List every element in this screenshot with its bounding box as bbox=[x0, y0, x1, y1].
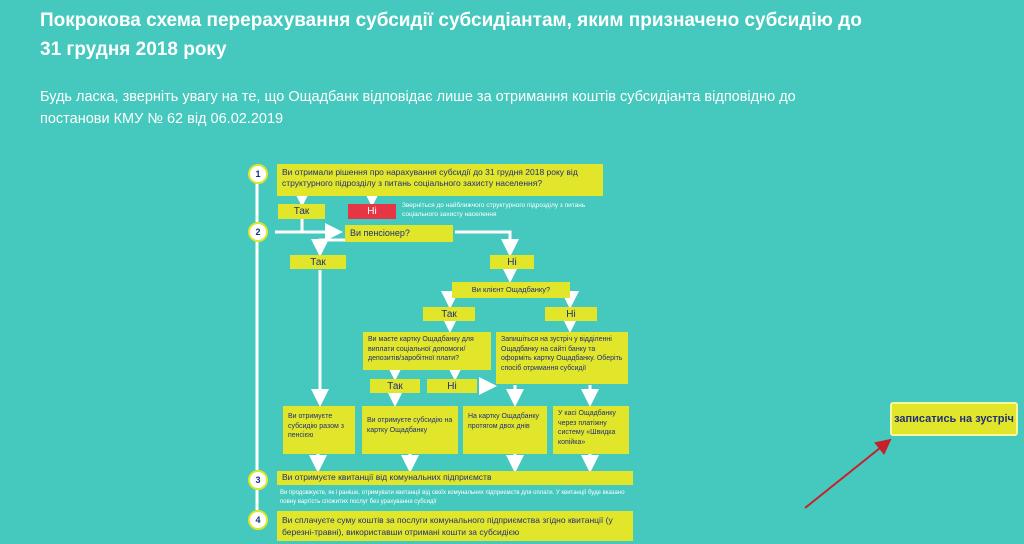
result-with-pension: Ви отримуєте субсидію разом з пенсією bbox=[283, 406, 355, 454]
card-no: Ні bbox=[427, 379, 477, 393]
result-card-two-days: На картку Ощадбанку протягом двох днів bbox=[463, 406, 547, 454]
client-question: Ви клієнт Ощадбанку? bbox=[452, 282, 570, 298]
appointment-instruction: Запишіться на зустріч у відділенні Ощадб… bbox=[496, 332, 628, 384]
step-2-no: Ні bbox=[490, 255, 534, 269]
step-3-note: Ви продовжуєте, як і раніше, отримувати … bbox=[280, 490, 625, 505]
step-1-no: Ні bbox=[348, 204, 396, 219]
client-yes: Так bbox=[423, 307, 475, 321]
page-title: Покрокова схема перерахування субсидії с… bbox=[40, 10, 862, 60]
step-1-no-note: Зверніться до найближчого структурного п… bbox=[402, 202, 586, 218]
card-yes: Так bbox=[370, 379, 420, 393]
step-2-yes: Так bbox=[290, 255, 346, 269]
step-2-number: 2 bbox=[248, 222, 268, 242]
notice-text: Будь ласка, зверніть увагу на те, що Оща… bbox=[40, 89, 796, 127]
card-question: Ви маєте картку Ощадбанку для виплати со… bbox=[363, 332, 491, 370]
step-4-number: 4 bbox=[248, 510, 268, 530]
step-3-text: Ви отримуєте квитанції від комунальних п… bbox=[277, 471, 633, 485]
book-appointment-button[interactable]: записатись на зустріч bbox=[890, 402, 1018, 436]
result-cash-desk: У касі Ощадбанку через платіжну систему … bbox=[553, 406, 629, 454]
client-no: Ні bbox=[545, 307, 597, 321]
step-1-question: Ви отримали рішення про нарахування субс… bbox=[277, 164, 603, 196]
step-4-text: Ви сплачуєте суму коштів за послуги кому… bbox=[277, 511, 633, 541]
step-1-number: 1 bbox=[248, 164, 268, 184]
step-2-question: Ви пенсіонер? bbox=[345, 225, 453, 242]
result-on-card: Ви отримуєте субсидію на картку Ощадбанк… bbox=[362, 406, 458, 454]
step-1-yes: Так bbox=[278, 204, 325, 219]
step-3-number: 3 bbox=[248, 470, 268, 490]
